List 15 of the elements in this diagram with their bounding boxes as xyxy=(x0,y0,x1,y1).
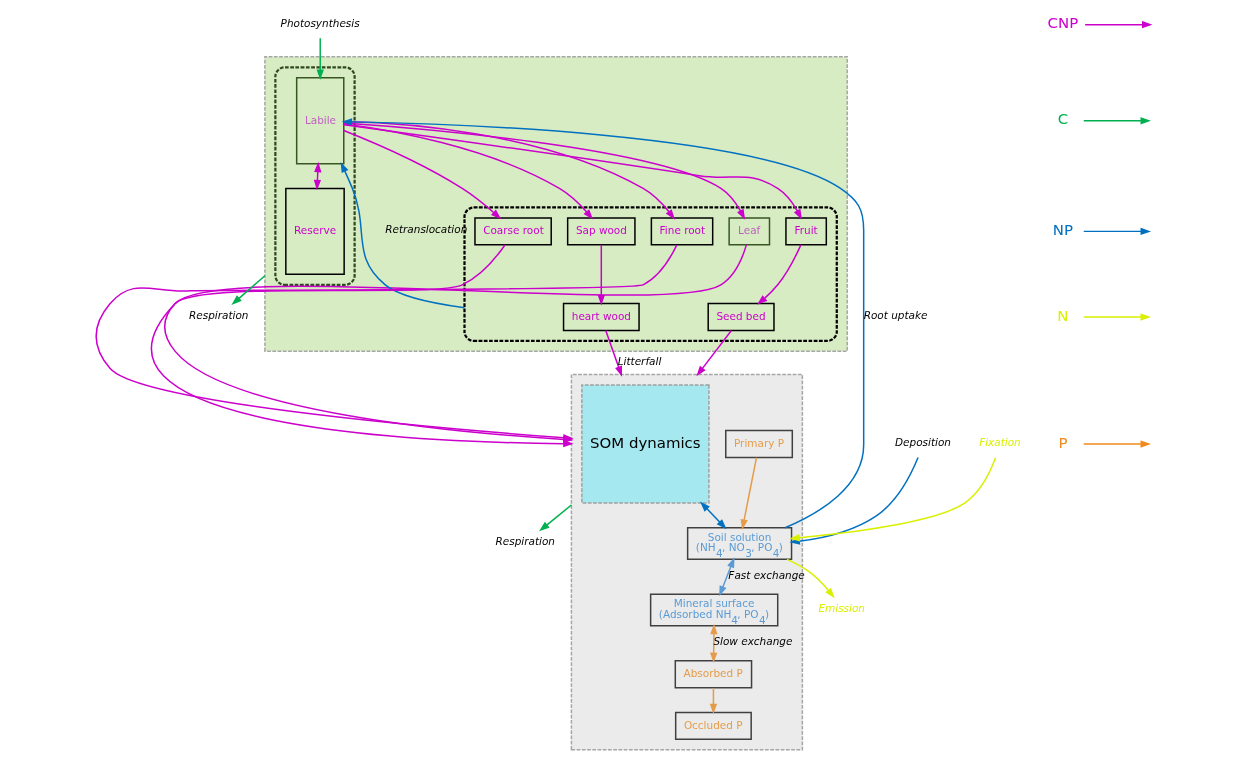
legend-label: N xyxy=(1057,306,1069,325)
node-text: Respiration xyxy=(189,308,249,321)
edge-label: Root uptake xyxy=(863,308,928,321)
node-text: Deposition xyxy=(895,436,951,449)
edge-label: Litterfall xyxy=(617,354,662,367)
node-text: Emission xyxy=(818,602,865,615)
legend-label: C xyxy=(1057,110,1069,129)
legend-label: CNP xyxy=(1047,14,1079,33)
node-text: Photosynthesis xyxy=(280,16,360,29)
legend-label: P xyxy=(1058,433,1068,452)
legend-label: NP xyxy=(1052,221,1073,240)
edge-label: Retranslocation xyxy=(385,223,468,236)
edge-label: Fast exchange xyxy=(728,568,805,581)
node-text: Fixation xyxy=(979,436,1021,449)
node-text: Respiration xyxy=(495,535,555,548)
